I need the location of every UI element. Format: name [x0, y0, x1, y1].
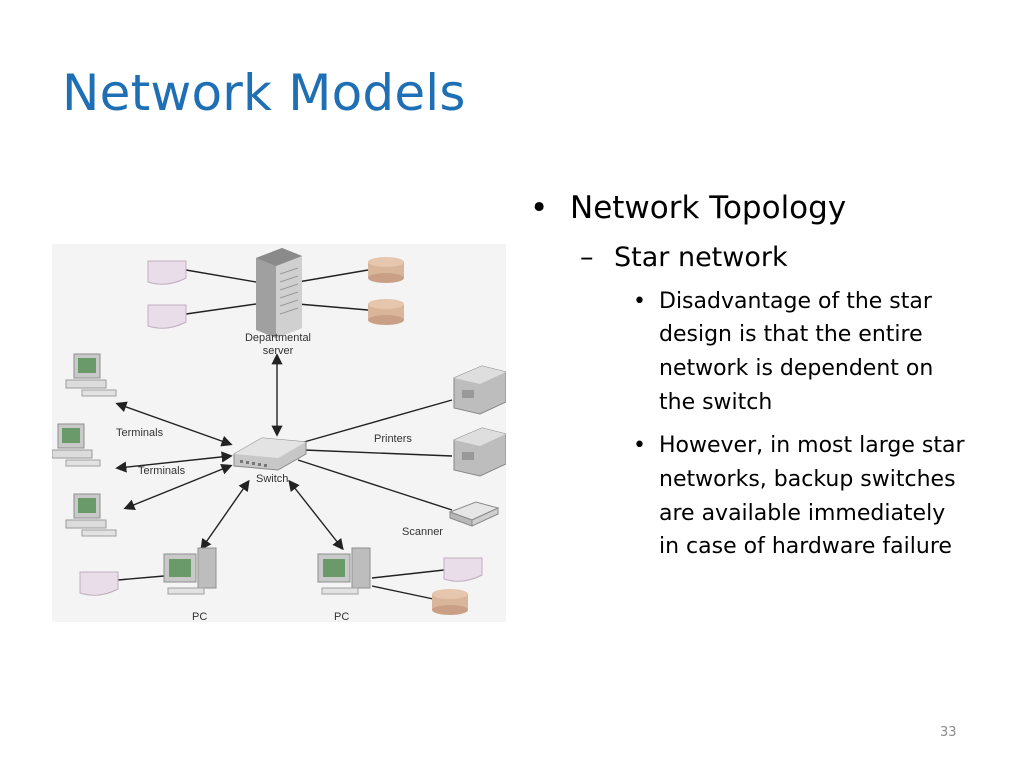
bullet-marker: • — [633, 288, 646, 314]
terminal-icon — [65, 353, 117, 397]
page-number: 33 — [940, 725, 957, 740]
bullet-marker: • — [530, 190, 549, 226]
bullet-content: • Network Topology – Star network • Disa… — [530, 190, 970, 574]
pc-icon — [163, 547, 217, 595]
bullet-star-network: – Star network — [530, 242, 970, 275]
star-network-svg: Departmental server Terminals Terminals — [52, 248, 506, 622]
pc-icon — [317, 547, 371, 595]
bullet-backup-switches: • However, in most large star networks, … — [530, 429, 965, 564]
terminals-label-top: Terminals — [116, 427, 164, 439]
disk-icon — [368, 257, 404, 283]
document-icon — [147, 260, 187, 285]
printer-icon — [453, 365, 506, 415]
pc-label-left: PC — [192, 611, 207, 622]
terminal-icon — [65, 493, 117, 537]
bullet-text: However, in most large star networks, ba… — [659, 433, 965, 560]
switch-label: Switch — [256, 473, 288, 485]
star-network-diagram: Departmental server Terminals Terminals — [52, 244, 506, 622]
printer-icon — [453, 427, 506, 477]
document-icon — [443, 557, 483, 582]
bullet-disadvantage: • Disadvantage of the star design is tha… — [530, 285, 965, 420]
slide-title: Network Models — [62, 64, 466, 122]
switch-icon — [233, 437, 307, 471]
document-icon — [79, 571, 119, 596]
disk-icon — [432, 589, 468, 615]
scanner-label: Scanner — [402, 526, 443, 538]
printers-label: Printers — [374, 433, 412, 445]
dash-marker: – — [580, 241, 594, 273]
bullet-marker: • — [633, 433, 646, 459]
server-label-line1: Departmental — [245, 332, 311, 344]
bullet-text: Disadvantage of the star design is that … — [659, 288, 934, 415]
bullet-text: Star network — [614, 241, 788, 273]
terminal-icon — [52, 423, 101, 467]
document-icon — [147, 304, 187, 329]
scanner-icon — [448, 501, 500, 527]
bullet-network-topology: • Network Topology — [530, 190, 970, 228]
server-icon — [256, 248, 302, 338]
terminals-label-bottom: Terminals — [138, 465, 186, 477]
bullet-text: Network Topology — [570, 190, 847, 226]
pc-label-right: PC — [334, 611, 349, 622]
connection-lines — [115, 269, 453, 601]
disk-icon — [368, 299, 404, 325]
server-label-line2: server — [263, 345, 294, 357]
